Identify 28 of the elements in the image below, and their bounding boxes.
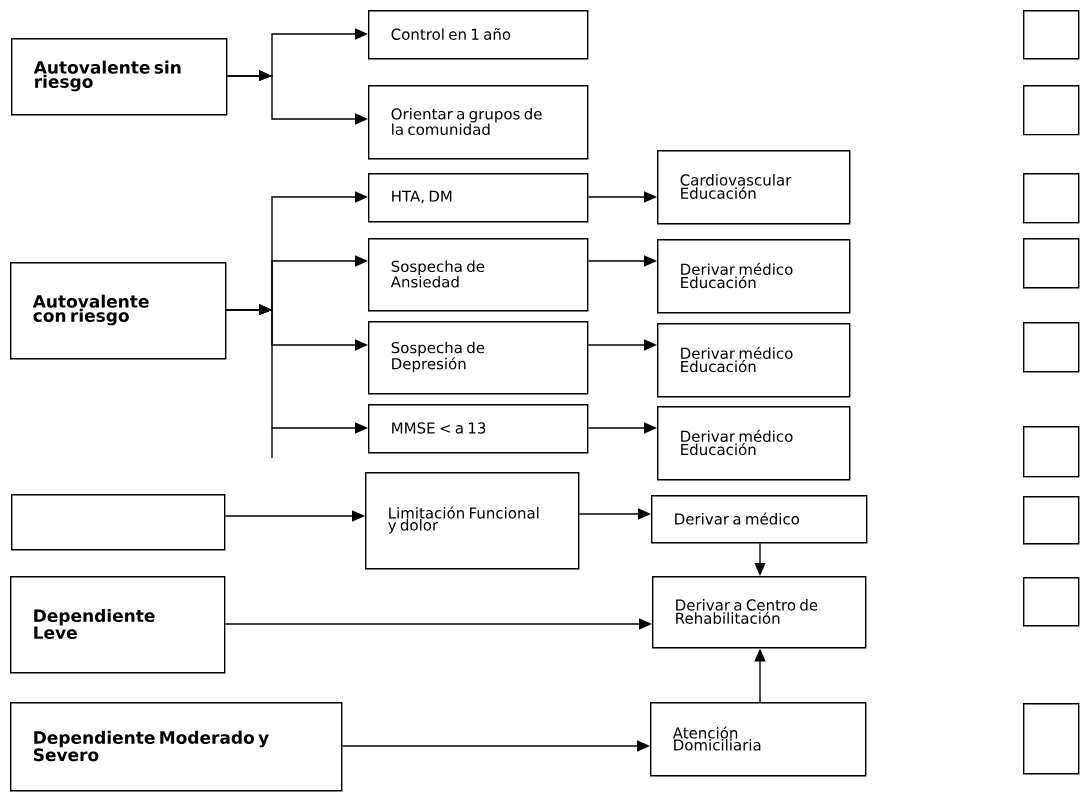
process-box: Sospecha de Ansiedad (368, 238, 589, 312)
empty-box (1023, 577, 1080, 627)
process-box: Sospecha de Depresión (368, 321, 589, 395)
empty-box (1023, 322, 1080, 373)
process-box: Limitación Funcional y dolor (365, 472, 580, 570)
empty-box (1023, 426, 1080, 478)
empty-box (1023, 238, 1080, 289)
empty-box (1023, 173, 1080, 224)
process-box: Atención Domiciliaria (650, 702, 867, 777)
empty-box (1023, 10, 1080, 60)
category-box: Dependiente Moderado y Severo (10, 702, 343, 792)
process-box: Cardiovascular Educación (657, 150, 851, 225)
category-box: Autovalente con riesgo (10, 262, 227, 360)
process-box: Orientar a grupos de la comunidad (368, 85, 589, 160)
empty-box (1023, 85, 1080, 136)
empty-box (11, 494, 226, 551)
category-box: Autovalente sin riesgo (11, 38, 228, 116)
process-box: Derivar médico Educación (657, 323, 851, 398)
process-box: Derivar médico Educación (657, 239, 851, 314)
category-box: Dependiente Leve (10, 576, 226, 674)
empty-box (1023, 703, 1080, 775)
empty-box (1023, 496, 1080, 545)
process-box: MMSE < a 13 (368, 404, 589, 454)
process-box: Derivar a médico (651, 495, 868, 544)
process-box: Derivar a Centro de Rehabilitación (652, 576, 867, 649)
process-box: Control en 1 año (368, 10, 589, 60)
process-box: Derivar médico Educación (657, 406, 851, 481)
process-box: HTA, DM (368, 173, 589, 223)
